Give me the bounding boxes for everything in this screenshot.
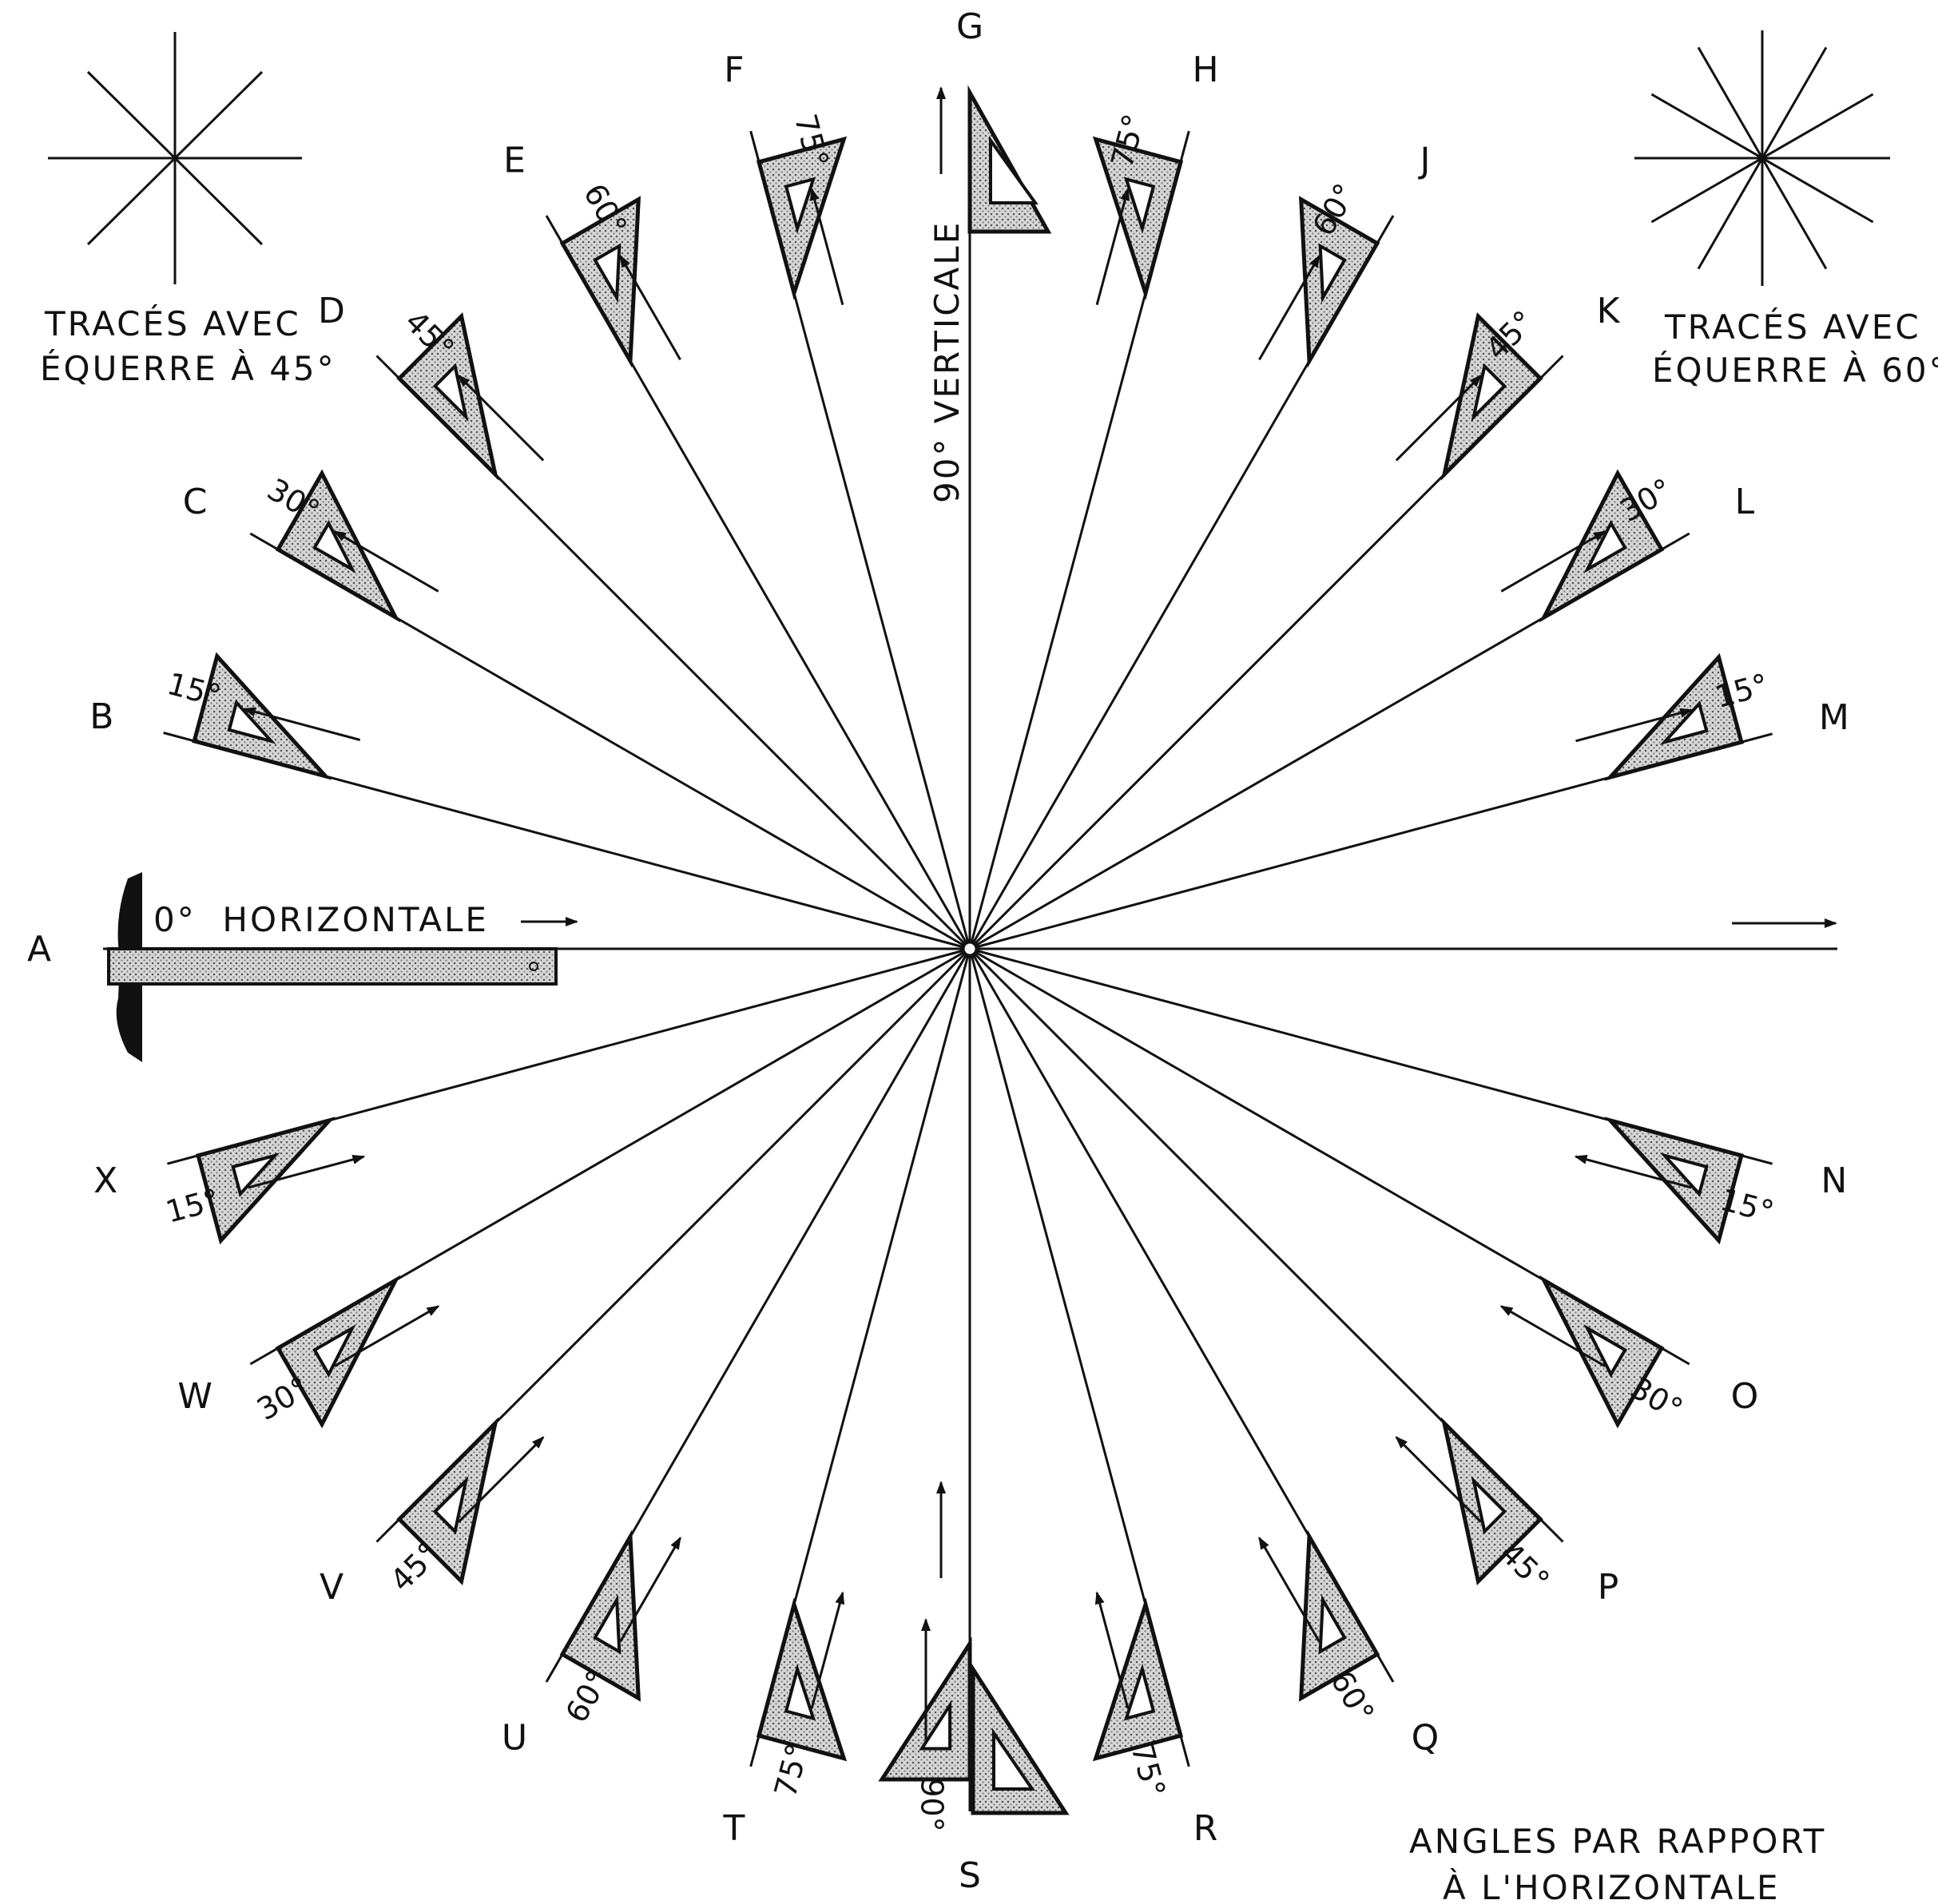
set-square-hole-l — [1583, 520, 1627, 574]
arrow-f — [809, 187, 844, 306]
ray-letter-b: B — [89, 696, 113, 737]
star-60-line — [1650, 93, 1874, 224]
ray-letter-l: L — [1735, 482, 1755, 522]
set-square-g — [967, 85, 1052, 234]
ray-letter-k: K — [1597, 291, 1621, 331]
angle-label-t: 75° — [768, 1740, 816, 1801]
ray-letter-s: S — [959, 1855, 981, 1896]
ray-letter-t: T — [722, 1808, 745, 1849]
ray-letter-f: F — [724, 50, 744, 90]
set-square-hole-q — [1318, 1594, 1347, 1655]
caption-60-line2: ÉQUERRE À 60° — [1652, 350, 1938, 390]
center-point — [960, 939, 979, 958]
horizontal-label: 0° HORIZONTALE — [153, 900, 489, 939]
arrow-c — [333, 530, 439, 593]
set-square-hole-s — [992, 1727, 1035, 1791]
set-square-hole-n — [1659, 1152, 1709, 1197]
ray-letter-u: U — [502, 1717, 527, 1758]
ray-letter-g: G — [956, 6, 983, 47]
caption-bottom-line2: À L'HORIZONTALE — [1443, 1867, 1781, 1904]
set-square-hole-c — [312, 520, 356, 574]
set-square-b — [192, 652, 332, 780]
arrow-t — [810, 1591, 845, 1709]
angle-label-s: 90° — [915, 1778, 950, 1831]
t-square — [107, 872, 558, 1062]
arrow-x — [248, 1155, 366, 1189]
ray-letter-o: O — [1731, 1376, 1759, 1417]
arrow-u — [619, 1536, 681, 1643]
ray-letter-c: C — [183, 482, 208, 522]
ray-letter-e: E — [503, 141, 526, 181]
star-45-icon — [48, 32, 302, 284]
set-square-hole-e — [593, 243, 622, 303]
angle-label-x: 15° — [162, 1182, 223, 1230]
arrow-p — [1395, 1436, 1482, 1523]
arrow-o — [1499, 1305, 1606, 1367]
set-square-hole-m — [1659, 700, 1709, 745]
ray-letter-a: A — [27, 929, 51, 970]
ray-letter-h: H — [1193, 50, 1219, 90]
ray-letters: A B C D E F G H J K L M N O P Q R S T U V W X — [27, 6, 1849, 1896]
ray-letter-v: V — [320, 1567, 344, 1608]
arrow-w — [334, 1305, 440, 1367]
set-square-hole-p — [1471, 1475, 1507, 1535]
direction-arrows — [242, 86, 1837, 1739]
set-square-hole-d — [432, 363, 469, 422]
ray-letter-m: M — [1819, 697, 1849, 738]
set-square-hole-r — [1123, 1663, 1156, 1721]
caption-45-line2: ÉQUERRE À 45° — [40, 348, 336, 388]
set-square-hole-k — [1471, 363, 1507, 422]
ray-letter-x: X — [93, 1160, 117, 1201]
set-square-hole-t — [784, 1663, 816, 1721]
set-square-hole-b — [227, 699, 276, 744]
ray-letter-q: Q — [1412, 1717, 1440, 1758]
set-square-n — [1604, 1117, 1744, 1245]
ray-letter-w: W — [177, 1376, 212, 1417]
vertical-label: 90° VERTICALE — [927, 220, 967, 503]
ray-letter-n: N — [1821, 1160, 1847, 1201]
ray-letter-j: J — [1418, 141, 1431, 181]
set-square-hole-v — [432, 1475, 469, 1535]
arrow-q — [1258, 1536, 1320, 1643]
arrow-j — [1258, 254, 1320, 361]
arrow-m — [1575, 708, 1694, 743]
ray-letter-r: R — [1193, 1808, 1218, 1849]
arrow-r — [1094, 1591, 1130, 1709]
caption-45-line1: TRACÉS AVEC — [44, 303, 301, 343]
set-square-x — [196, 1117, 336, 1245]
set-square-group — [192, 85, 1744, 1815]
arrow-k — [1395, 374, 1483, 462]
set-square-s — [971, 1662, 1070, 1815]
angle-label-r: 75° — [1124, 1740, 1172, 1801]
arrow-d — [457, 374, 545, 462]
set-square-hole-s — [919, 1700, 952, 1751]
caption-60-line1: TRACÉS AVEC — [1664, 307, 1921, 347]
ray-letter-p: P — [1598, 1567, 1619, 1608]
set-square-hole-w — [312, 1323, 356, 1378]
arrow-n — [1574, 1155, 1692, 1189]
set-square-m — [1604, 653, 1744, 781]
set-square-hole-g — [989, 135, 1038, 204]
arrow-h — [1095, 187, 1130, 306]
set-square-hole-x — [231, 1152, 280, 1197]
set-square-hole-o — [1583, 1323, 1627, 1378]
set-square-hole-f — [784, 177, 816, 235]
set-square-hole-u — [593, 1594, 622, 1655]
set-square-hole-j — [1318, 243, 1347, 303]
ray-letter-d: D — [318, 291, 345, 331]
arrow-v — [458, 1436, 545, 1523]
caption-bottom-line1: ANGLES PAR RAPPORT — [1409, 1822, 1826, 1861]
star-60-icon — [1634, 30, 1890, 286]
arrow-l — [1500, 530, 1606, 593]
arrow-e — [619, 254, 681, 361]
angle-label-n: 15° — [1717, 1182, 1777, 1230]
arrow-b — [242, 707, 361, 741]
set-square-hole-h — [1123, 177, 1156, 235]
